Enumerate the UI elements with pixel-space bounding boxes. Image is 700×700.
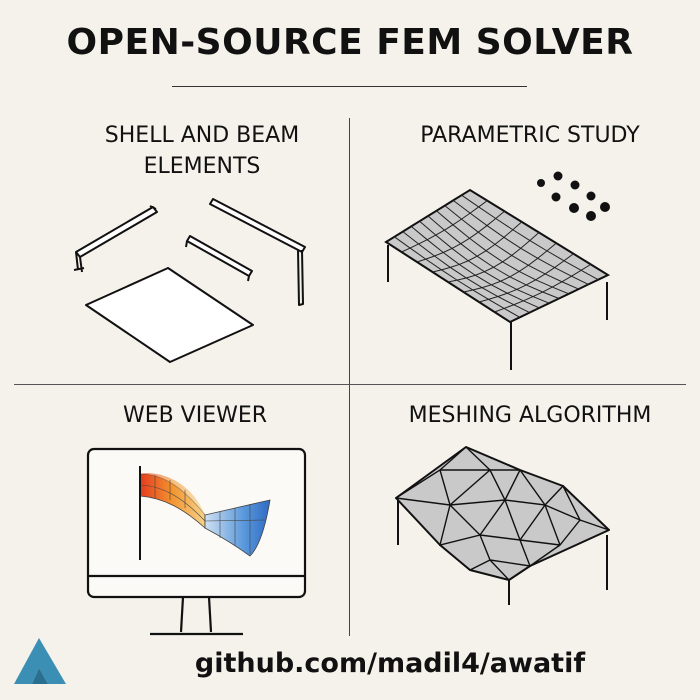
repository-url[interactable]: github.com/madil4/awatif — [194, 648, 586, 679]
mesh-line — [401, 200, 488, 253]
shell-element-plate — [85, 267, 254, 363]
beam-element-left — [73, 205, 158, 273]
monitor-neck — [179, 596, 213, 633]
beam-element-right — [209, 198, 306, 306]
triangle-edges — [395, 446, 610, 581]
page-title: OPEN-SOURCE FEM SOLVER — [66, 22, 634, 63]
vertical-divider — [349, 118, 350, 636]
beam-element-middle — [185, 235, 253, 282]
mesh-line — [432, 221, 523, 273]
mesh-line — [416, 210, 505, 263]
title-underline — [172, 86, 527, 87]
panel-label-parametric: PARAMETRIC STUDY — [420, 123, 640, 148]
panel-label-meshing: MESHING ALGORITHM — [408, 403, 652, 428]
panel-label-shell-beam-line2: ELEMENTS — [143, 154, 261, 179]
mesh-line — [494, 263, 592, 313]
deformed-beam-contour — [139, 466, 271, 560]
awatif-logo-icon — [14, 638, 66, 684]
panel-label-shell-beam: SHELL AND BEAM ELEMENTS — [72, 120, 332, 182]
mesh-line — [463, 242, 557, 293]
parameter-dots — [537, 171, 610, 221]
mesh-line — [447, 232, 540, 283]
mesh-line — [478, 253, 574, 303]
parametric-mesh-surface — [384, 188, 611, 324]
panel-label-web-viewer: WEB VIEWER — [122, 403, 268, 428]
horizontal-divider — [14, 384, 686, 385]
panel-label-shell-beam-line1: SHELL AND BEAM — [104, 123, 300, 148]
